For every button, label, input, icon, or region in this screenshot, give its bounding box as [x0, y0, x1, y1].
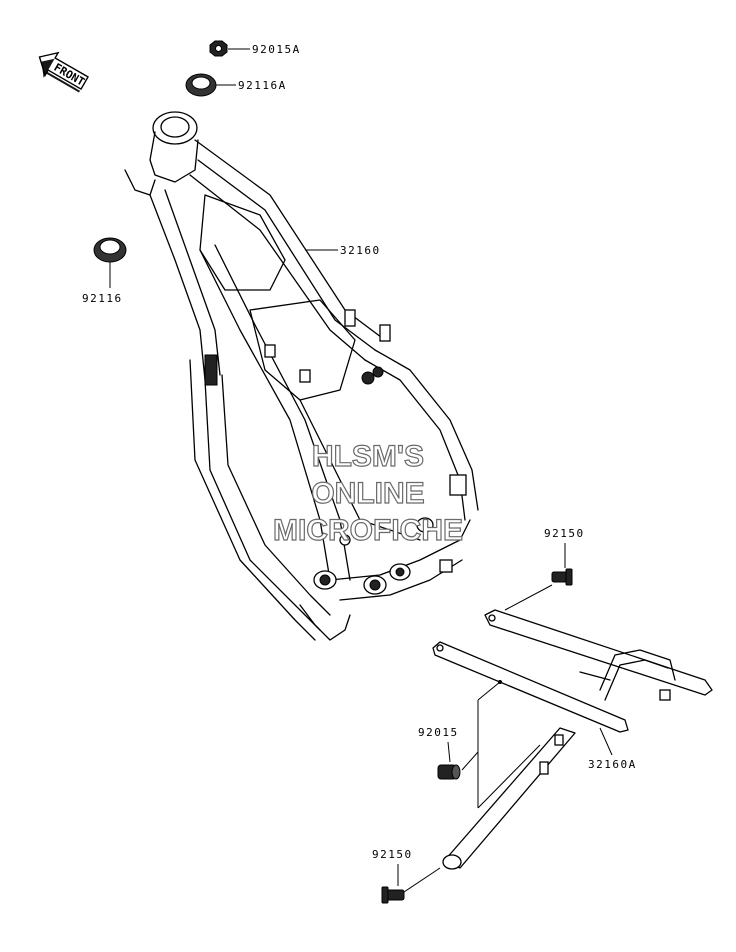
leader-32160a [599, 727, 613, 756]
part-label-92015: 92015 [418, 726, 459, 739]
part-label-92150-lower: 92150 [372, 848, 413, 861]
part-label-92015a: 92015A [252, 43, 301, 56]
subframe-32160a [432, 609, 713, 870]
bolt-92150-upper-icon [551, 568, 573, 586]
leader-92015 [447, 741, 451, 763]
part-label-92116a: 92116A [238, 79, 287, 92]
washer-92116-icon [93, 237, 127, 263]
leader-92150-lower-to-subframe [403, 867, 441, 893]
leader-92150-upper-to-subframe [504, 584, 553, 611]
part-label-92116: 92116 [82, 292, 123, 305]
part-label-92150-upper: 92150 [544, 527, 585, 540]
front-arrow-icon: FRONT [38, 51, 89, 93]
collar-bracket-lines [461, 680, 541, 809]
watermark-line-3: MICROFICHE [273, 514, 463, 547]
watermark: HLSM'S ONLINE MICROFICHE [272, 439, 463, 547]
part-label-32160: 32160 [340, 244, 381, 257]
watermark-line-1: HLSM'S [312, 440, 424, 473]
part-label-32160a: 32160A [588, 758, 637, 771]
front-label: FRONT [52, 61, 88, 89]
bolt-92150-lower-icon [381, 886, 405, 904]
washer-92116a-icon [185, 73, 217, 97]
main-frame-32160 [124, 111, 479, 641]
collar-92015-icon [437, 764, 461, 780]
watermark-line-2: ONLINE [311, 477, 424, 510]
nut-92015a-icon [209, 40, 228, 57]
